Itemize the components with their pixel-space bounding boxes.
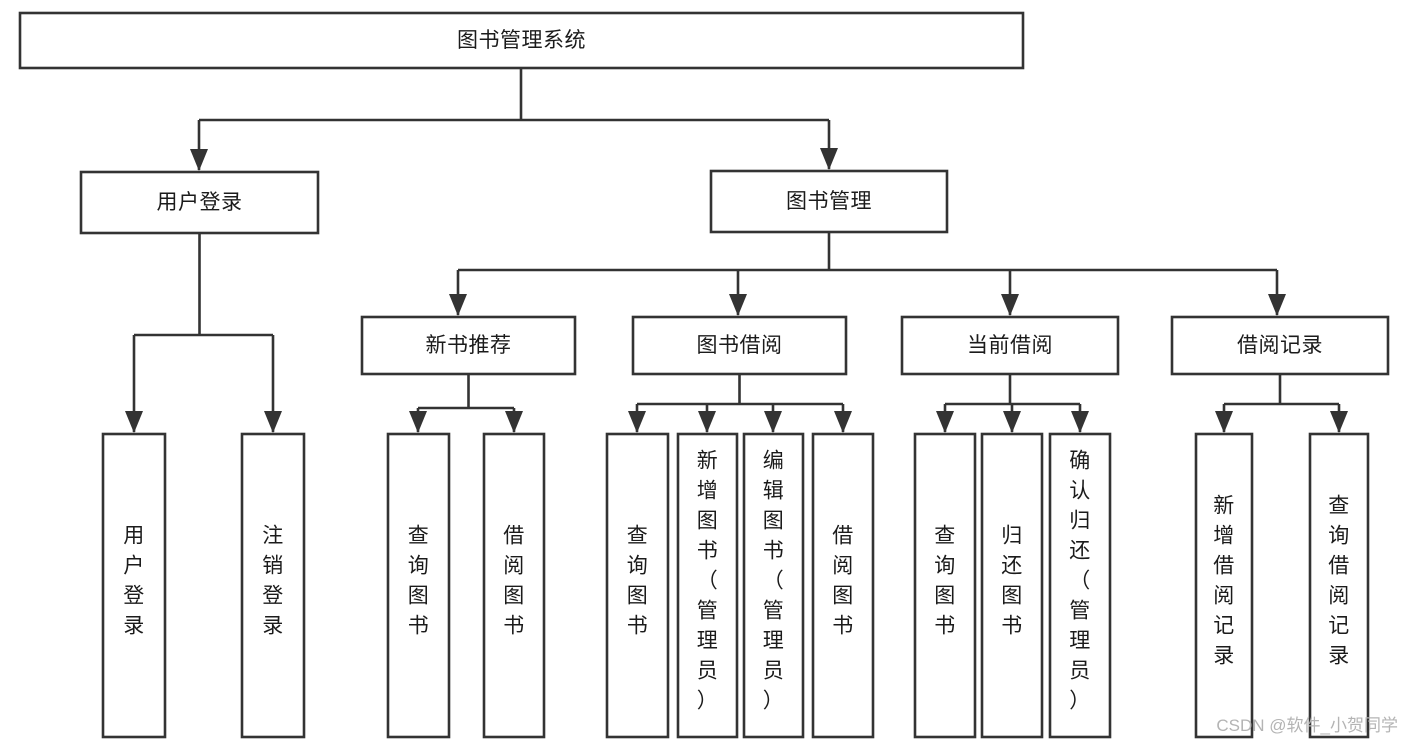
node-leaf-edit-book-label: 编辑图书（管理员）	[763, 450, 785, 713]
arrow-borrow-record-leaf-1	[1330, 411, 1348, 433]
node-leaf-query-book-1[interactable]: 查询图书	[386, 432, 451, 739]
node-root-system[interactable]: 图书管理系统	[18, 11, 1025, 70]
node-leaf-add-record-box[interactable]	[1194, 432, 1254, 739]
arrow-to-user-login-leaf-1	[264, 411, 282, 433]
node-leaf-query-book-1-label: 查询图书	[408, 525, 430, 638]
node-leaf-user-logout-box[interactable]	[240, 432, 306, 739]
node-borrow-record-box[interactable]	[1170, 315, 1390, 376]
node-leaf-user-logout[interactable]: 注销登录	[240, 432, 306, 739]
node-user-login[interactable]: 用户登录	[79, 170, 320, 235]
node-leaf-add-book[interactable]: 新增图书（管理员）	[676, 432, 739, 739]
arrow-book-borrow-leaf-0	[628, 411, 646, 433]
node-leaf-query-record-box[interactable]	[1308, 432, 1370, 739]
node-leaf-edit-book[interactable]: 编辑图书（管理员）	[742, 432, 805, 739]
node-borrow-record[interactable]: 借阅记录	[1170, 315, 1390, 376]
arrow-to-user-login	[190, 149, 208, 171]
arrow-to-user-login-leaf-0	[125, 411, 143, 433]
node-leaf-user-login-box[interactable]	[101, 432, 167, 739]
node-leaf-borrow-book-2-label: 借阅图书	[832, 525, 854, 638]
arrow-new-book-recommend-leaf-1	[505, 411, 523, 433]
arrow-to-new-book-recommend	[449, 294, 467, 316]
node-current-borrow-label: 当前借阅	[967, 334, 1053, 357]
node-leaf-user-logout-label: 注销登录	[262, 525, 284, 638]
node-leaf-user-login[interactable]: 用户登录	[101, 432, 167, 739]
node-leaf-return-book-label: 归还图书	[1001, 525, 1023, 638]
node-leaf-add-record-label: 新增借阅记录	[1213, 495, 1235, 668]
node-root-system-label: 图书管理系统	[457, 29, 586, 52]
node-book-borrow-box[interactable]	[631, 315, 848, 376]
node-new-book-recommend[interactable]: 新书推荐	[360, 315, 577, 376]
node-book-manage-box[interactable]	[709, 169, 949, 234]
arrow-current-borrow-leaf-2	[1071, 411, 1089, 433]
node-leaf-query-book-3-box[interactable]	[913, 432, 977, 739]
csdn-watermark: CSDN @软件_小贺同学	[1216, 716, 1398, 735]
arrow-to-borrow-record	[1268, 294, 1286, 316]
node-book-manage[interactable]: 图书管理	[709, 169, 949, 234]
node-current-borrow[interactable]: 当前借阅	[900, 315, 1120, 376]
arrow-book-borrow-leaf-3	[834, 411, 852, 433]
arrow-to-current-borrow	[1001, 294, 1019, 316]
node-leaf-borrow-book-1-label: 借阅图书	[503, 525, 525, 638]
arrow-new-book-recommend-leaf-0	[409, 411, 427, 433]
node-leaf-borrow-book-2[interactable]: 借阅图书	[811, 432, 875, 739]
node-leaf-return-book-box[interactable]	[980, 432, 1044, 739]
node-user-login-box[interactable]	[79, 170, 320, 235]
node-leaf-edit-book-box[interactable]	[742, 432, 805, 739]
node-leaf-query-record-label: 查询借阅记录	[1328, 495, 1350, 668]
node-book-borrow[interactable]: 图书借阅	[631, 315, 848, 376]
arrow-borrow-record-leaf-0	[1215, 411, 1233, 433]
node-user-login-label: 用户登录	[157, 191, 243, 214]
node-leaf-return-book[interactable]: 归还图书	[980, 432, 1044, 739]
node-layer: 图书管理系统用户登录图书管理新书推荐图书借阅当前借阅借阅记录用户登录注销登录查询…	[18, 11, 1390, 739]
node-leaf-query-book-3[interactable]: 查询图书	[913, 432, 977, 739]
node-borrow-record-label: 借阅记录	[1237, 334, 1323, 357]
node-leaf-query-book-2-box[interactable]	[605, 432, 670, 739]
node-new-book-recommend-box[interactable]	[360, 315, 577, 376]
arrow-current-borrow-leaf-1	[1003, 411, 1021, 433]
node-new-book-recommend-label: 新书推荐	[426, 334, 512, 357]
node-book-borrow-label: 图书借阅	[697, 334, 783, 357]
node-leaf-add-book-box[interactable]	[676, 432, 739, 739]
node-leaf-query-record[interactable]: 查询借阅记录	[1308, 432, 1370, 739]
arrow-to-book-borrow	[729, 294, 747, 316]
connector-layer	[125, 68, 1348, 433]
node-leaf-borrow-book-2-box[interactable]	[811, 432, 875, 739]
node-leaf-confirm-return-box[interactable]	[1048, 432, 1112, 739]
node-leaf-confirm-return-label: 确认归还（管理员）	[1069, 450, 1091, 713]
arrow-book-borrow-leaf-1	[698, 411, 716, 433]
node-leaf-confirm-return[interactable]: 确认归还（管理员）	[1048, 432, 1112, 739]
node-leaf-borrow-book-1-box[interactable]	[482, 432, 546, 739]
node-leaf-add-record[interactable]: 新增借阅记录	[1194, 432, 1254, 739]
arrow-book-borrow-leaf-2	[764, 411, 782, 433]
node-root-system-box[interactable]	[18, 11, 1025, 70]
node-leaf-borrow-book-1[interactable]: 借阅图书	[482, 432, 546, 739]
node-leaf-user-login-label: 用户登录	[123, 525, 145, 638]
node-book-manage-label: 图书管理	[786, 190, 872, 213]
node-current-borrow-box[interactable]	[900, 315, 1120, 376]
arrow-to-book-manage	[820, 148, 838, 170]
node-leaf-query-book-2-label: 查询图书	[627, 525, 649, 638]
node-leaf-query-book-3-label: 查询图书	[934, 525, 956, 638]
node-leaf-query-book-2[interactable]: 查询图书	[605, 432, 670, 739]
arrow-current-borrow-leaf-0	[936, 411, 954, 433]
node-leaf-query-book-1-box[interactable]	[386, 432, 451, 739]
node-leaf-add-book-label: 新增图书（管理员）	[697, 450, 719, 713]
